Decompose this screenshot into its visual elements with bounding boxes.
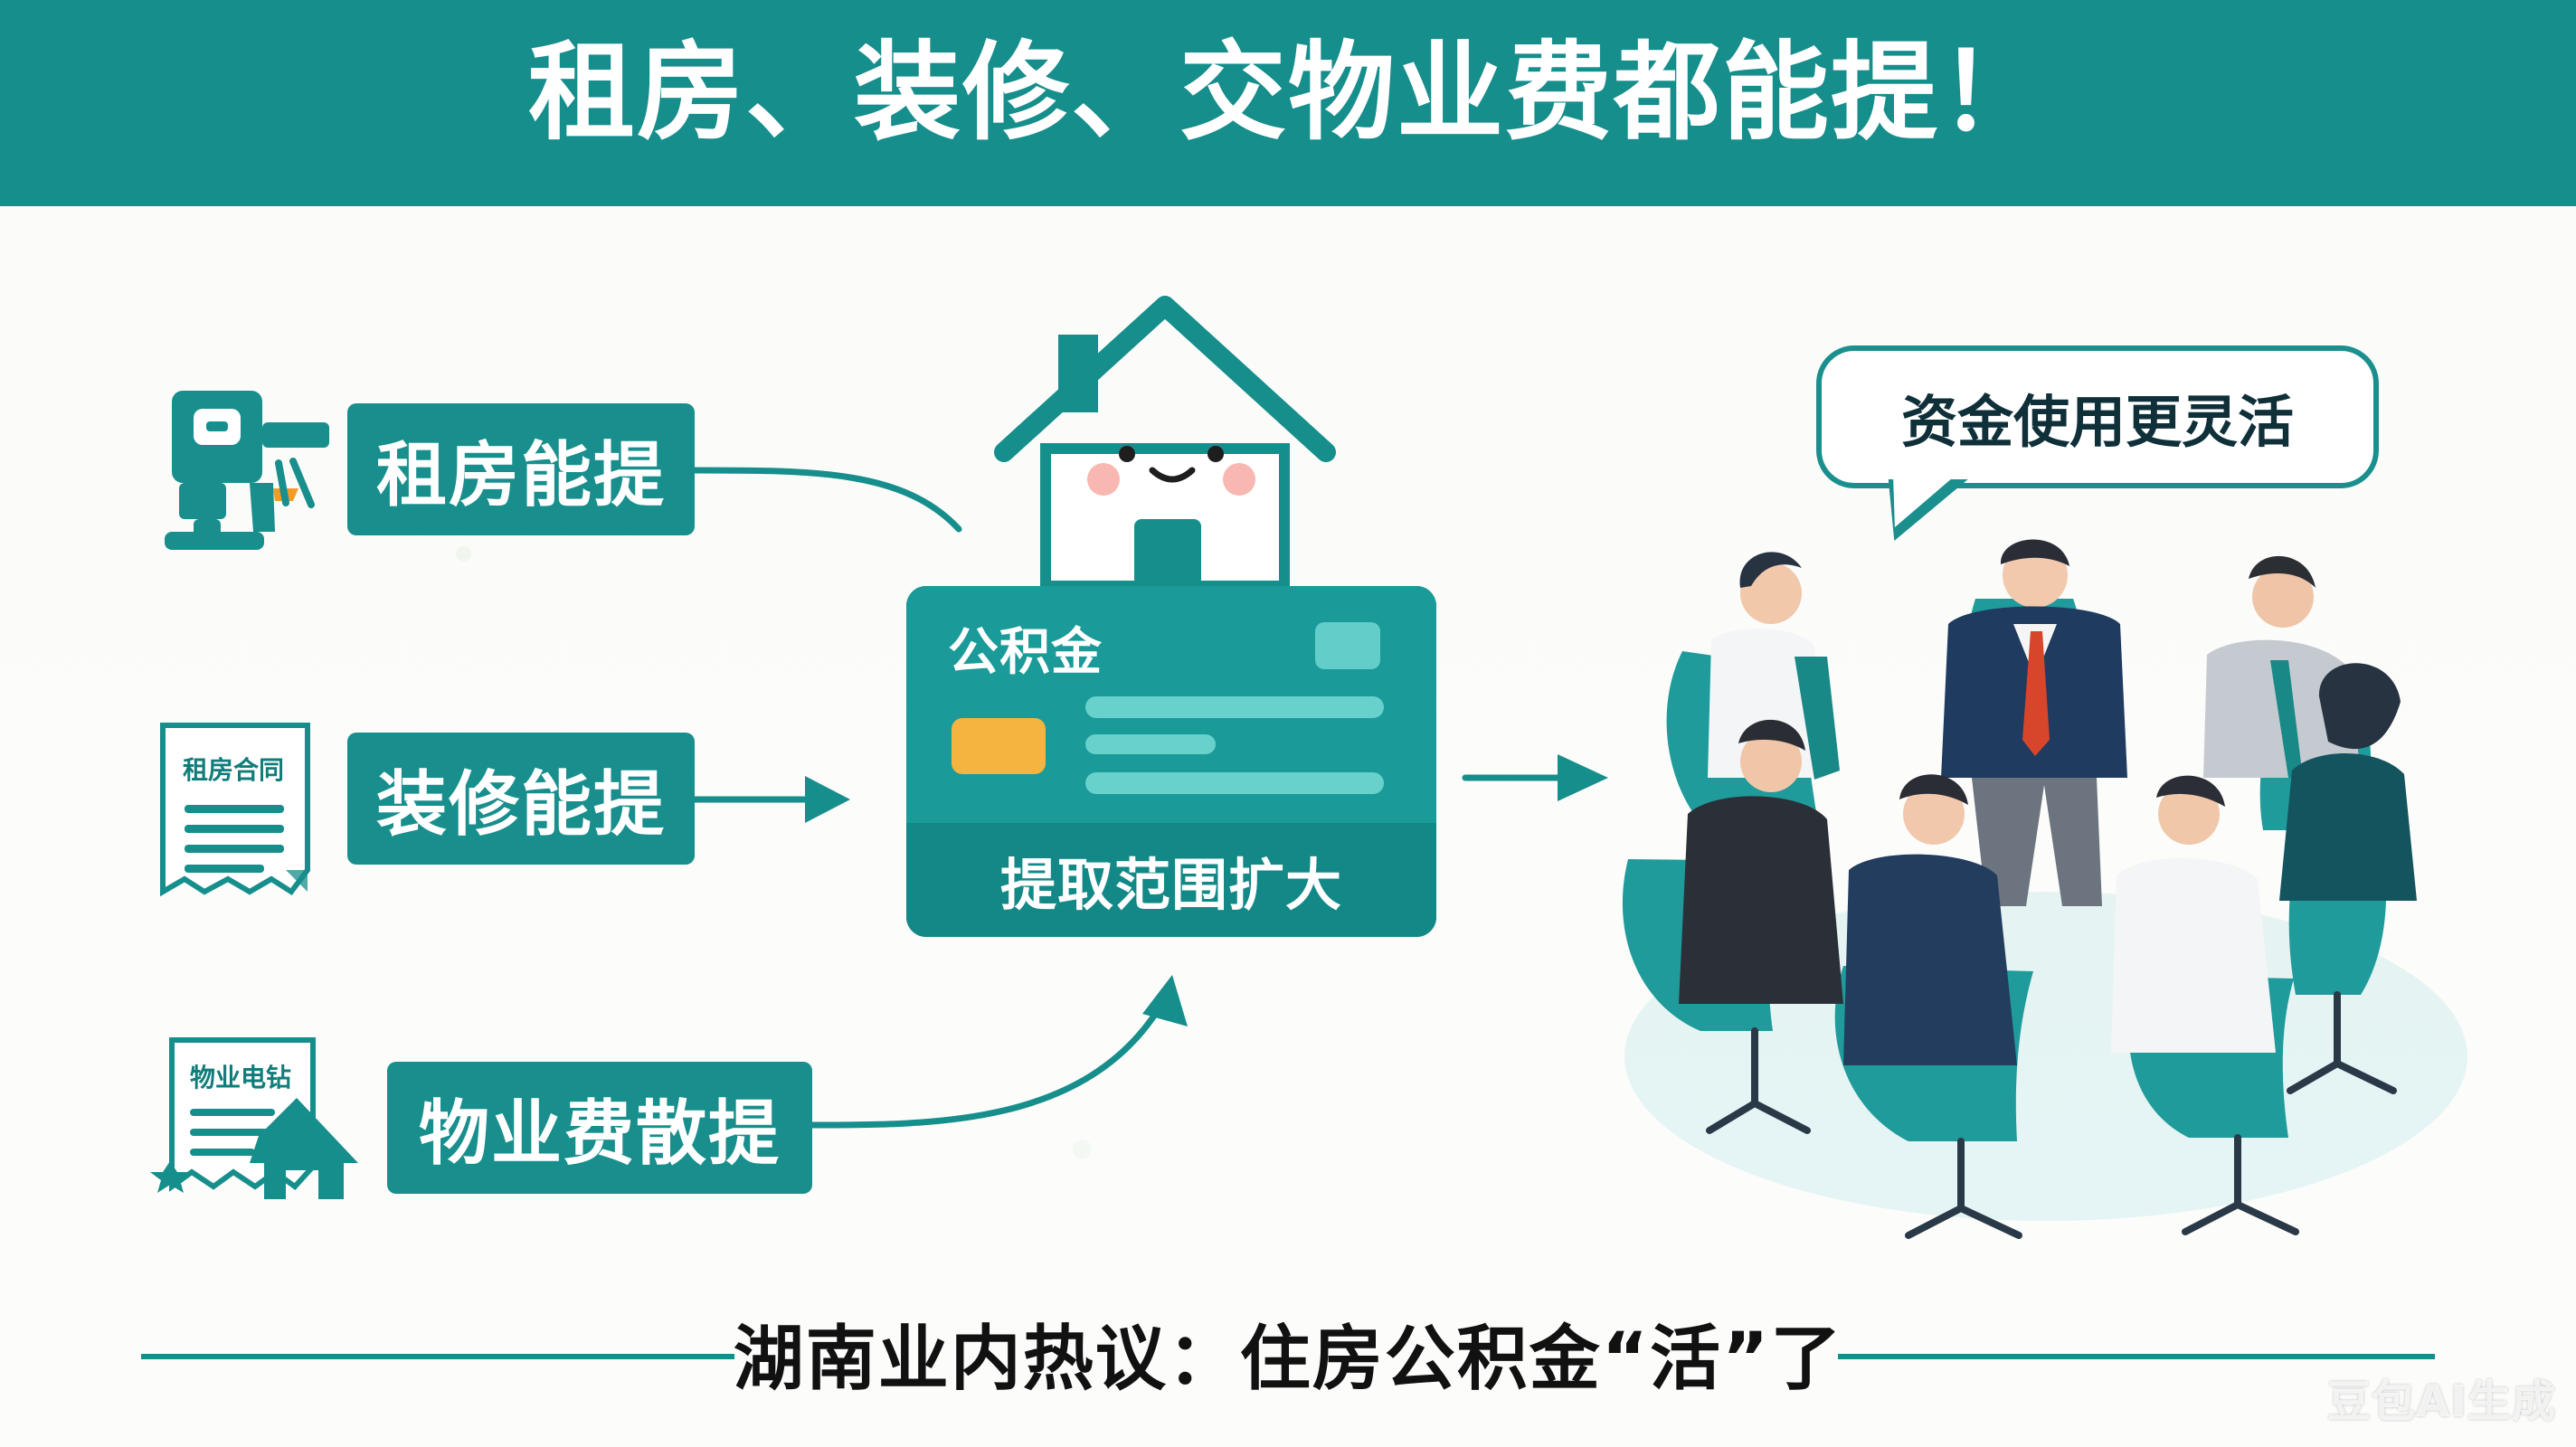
page-title: 租房、装修、交物业费都能提！ [527,30,2048,155]
contract-icon: 租房合同 [160,723,310,897]
title-banner: 租房、装修、交物业费都能提！ [0,0,2576,206]
connector-renovation-arrow [805,776,850,823]
connector-rent [691,467,962,533]
bill-icon-text: 物业电钻 [190,1063,291,1092]
connector-to-meeting-arrow [1558,754,1608,801]
smiling-house-illustration [994,296,1336,591]
speech-bubble-text: 资金使用更灵活 [1900,389,2294,455]
person-left-bottom [1679,719,1843,1004]
person-center-bottom [1843,774,2017,1065]
card-square-icon [1315,622,1380,669]
renovation-withdraw-label: 装修能提 [347,733,695,865]
card-line [1085,734,1216,754]
card-footer-label: 提取范围扩大 [906,823,1436,937]
person-center [1941,539,2127,906]
provident-fund-card: 公积金 提取范围扩大 [906,586,1436,937]
meeting-illustration [1622,539,2467,1239]
card-line [1085,696,1384,718]
person-right-top [2203,555,2361,778]
card-line [1085,772,1384,794]
bottom-caption: 湖南业内热议：住房公积金“活”了 [733,1319,1843,1400]
speech-bubble: 资金使用更灵活 [1816,345,2379,488]
card-chip-icon [952,718,1046,774]
person-right-bottom [2111,775,2276,1053]
bill-house-icon: 物业电钻 [150,1037,358,1199]
person-right-woman [2279,663,2417,901]
connector-property-fee [809,1004,1163,1129]
card-title: 公积金 [948,623,1103,682]
watermark: 豆包AI生成 [2326,1376,2556,1427]
rent-withdraw-label: 租房能提 [347,403,695,535]
connector-property-fee-arrow [1142,975,1188,1026]
contract-icon-text: 租房合同 [183,755,284,785]
drill-icon [165,391,329,550]
property-fee-withdraw-label: 物业费散提 [387,1062,812,1194]
